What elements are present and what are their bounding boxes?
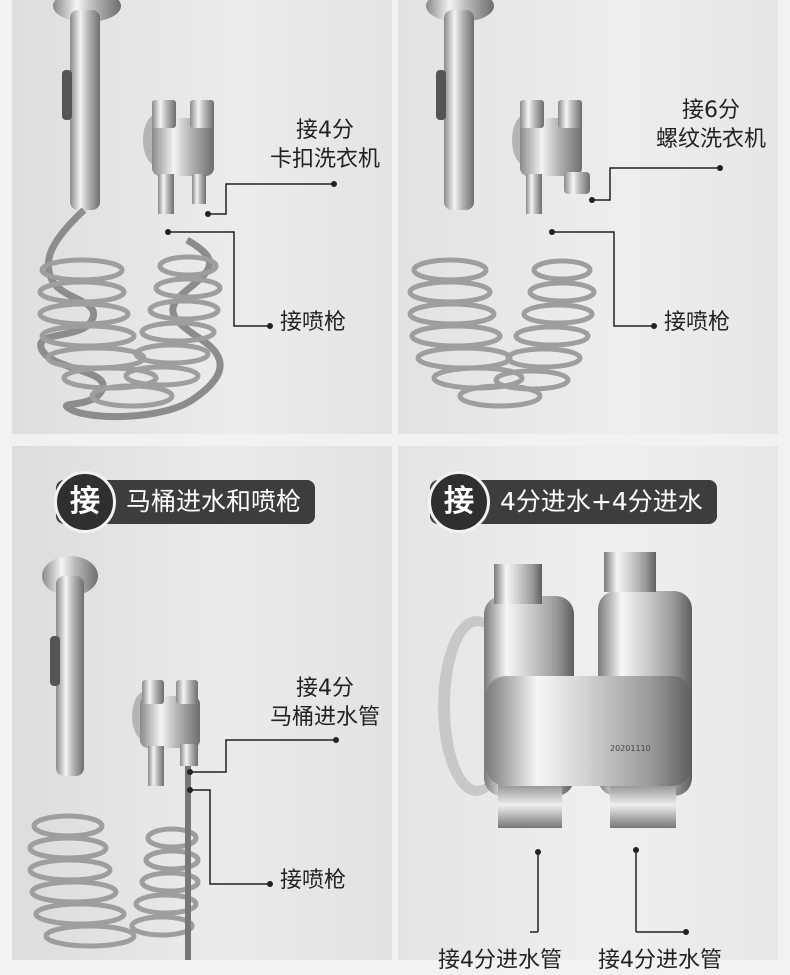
label-inlet-right: 接4分进水管 [598,948,722,973]
label-top: 接6分 螺纹洗衣机 [648,96,774,154]
label-top: 接4分 卡扣洗衣机 [260,116,390,174]
label-line-2: 螺纹洗衣机 [655,127,766,152]
product-panel-double-inlet: 20201110 接 4分进水+4分进水 接4分进水管 接4分进水管 [398,446,778,973]
feature-title: 4分进水+4分进水 [500,487,703,516]
feature-title-pill: 接 4分进水+4分进水 [428,471,717,533]
feature-title-pill: 接 马桶进水和喷枪 [54,471,316,533]
label-bottom: 接喷枪 [280,868,347,893]
label-line-1: 接4分 [296,118,354,143]
angle-valve [152,118,214,176]
spray-handle [70,10,100,210]
product-illustration-2 [407,0,723,409]
leader-lines [168,183,334,327]
label-bottom: 接喷枪 [664,310,731,335]
label-line-2: 卡扣洗衣机 [269,147,380,172]
product-illustration-4: 20201110 [438,552,692,935]
badge-connect: 接 [54,471,116,533]
valve-marking: 20201110 [610,744,651,753]
label-line-1: 接6分 [682,98,740,123]
product-illustration-3 [27,556,339,960]
label-line-1: 接4分 [296,676,354,701]
label-line-2: 马桶进水管 [269,705,380,730]
badge-connect: 接 [428,471,490,533]
product-panel-washer-clip: 接4分 卡扣洗衣机 接喷枪 [12,0,392,434]
product-illustration-1 [37,0,337,421]
label-inlet-left: 接4分进水管 [438,948,562,973]
label-top: 接4分 马桶进水管 [260,674,390,732]
feature-title: 马桶进水和喷枪 [126,487,302,516]
label-bottom: 接喷枪 [280,310,347,335]
product-panel-washer-thread: 接6分 螺纹洗衣机 接喷枪 [398,0,778,434]
product-panel-toilet-spray: 接 马桶进水和喷枪 接4分 马桶进水管 接喷枪 [12,446,392,960]
